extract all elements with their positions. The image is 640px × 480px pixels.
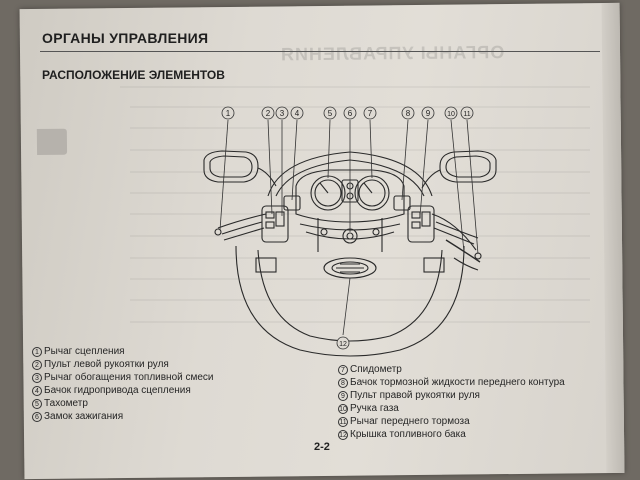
legend-text: Бачок тормозной жидкости переднего конту… xyxy=(350,377,565,388)
legend-text: Рычаг сцепления xyxy=(44,346,125,357)
svg-text:4: 4 xyxy=(295,109,300,118)
callout-numbers: 1 2 3 4 5 6 7 8 9 10 11 12 xyxy=(221,106,474,350)
left-switch-pod xyxy=(261,205,289,243)
right-tank-panel xyxy=(423,257,445,273)
svg-text:5: 5 xyxy=(328,109,333,118)
callout-5: 5 xyxy=(323,106,337,120)
legend-number: 5 xyxy=(32,398,42,409)
svg-text:12: 12 xyxy=(339,341,347,348)
svg-text:2: 2 xyxy=(266,109,271,118)
clutch-lever xyxy=(217,213,267,229)
callout-4: 4 xyxy=(290,106,304,120)
svg-text:8: 8 xyxy=(406,109,411,118)
right-handlebar xyxy=(393,195,482,271)
left-mirror xyxy=(203,150,277,187)
callout-12: 12 xyxy=(336,336,350,350)
legend-number: 11 xyxy=(338,416,348,427)
left-tank-panel xyxy=(255,257,277,273)
brake-lever xyxy=(431,213,477,251)
section-title: РАСПОЛОЖЕНИЕ ЭЛЕМЕНТОВ xyxy=(42,68,225,82)
callout-8: 8 xyxy=(401,106,415,120)
svg-text:1: 1 xyxy=(226,109,231,118)
legend-number: 12 xyxy=(338,429,348,440)
left-handlebar xyxy=(214,195,301,243)
fuel-tank xyxy=(235,245,465,357)
legend-text: Крышка топливного бака xyxy=(350,429,466,440)
callout-10: 10 xyxy=(444,106,458,120)
legend-number: 1 xyxy=(32,346,42,357)
legend-text: Пульт левой рукоятки руля xyxy=(44,359,169,370)
callout-9: 9 xyxy=(421,106,435,120)
header-divider xyxy=(40,51,600,52)
svg-text:7: 7 xyxy=(368,109,373,118)
callout-6: 6 xyxy=(343,106,357,120)
svg-text:10: 10 xyxy=(447,111,455,118)
legend-text: Рычаг обогащения топливной смеси xyxy=(44,372,214,383)
svg-text:9: 9 xyxy=(426,109,431,118)
legend-number: 3 xyxy=(32,372,42,383)
legend-number: 8 xyxy=(338,377,348,388)
legend-number: 6 xyxy=(32,411,42,422)
callout-11: 11 xyxy=(460,106,474,120)
page-title: ОРГАНЫ УПРАВЛЕНИЯ xyxy=(42,30,209,46)
callout-2: 2 xyxy=(261,106,275,120)
callout-3: 3 xyxy=(275,106,289,120)
legend-number: 4 xyxy=(32,385,42,396)
legend-text: Тахометр xyxy=(44,398,88,409)
instrument-cluster xyxy=(295,169,405,223)
page-number: 2-2 xyxy=(314,441,330,453)
legend-text: Спидометр xyxy=(350,364,402,375)
callout-7: 7 xyxy=(363,106,377,120)
throttle-grip xyxy=(445,239,481,263)
legend-number: 7 xyxy=(338,364,348,375)
svg-text:11: 11 xyxy=(463,111,470,118)
legend-text: Рычаг переднего тормоза xyxy=(350,416,470,427)
legend-text: Бачок гидропривода сцепления xyxy=(44,385,191,396)
legend-number: 10 xyxy=(338,403,348,414)
legend-number: 2 xyxy=(32,359,42,370)
svg-text:6: 6 xyxy=(348,109,353,118)
bleed-through-lines xyxy=(120,86,590,323)
legend-text: Ручка газа xyxy=(350,403,399,414)
svg-text:3: 3 xyxy=(280,109,285,118)
legend-text: Замок зажигания xyxy=(44,411,124,422)
right-mirror xyxy=(421,150,497,189)
legend-text: Пульт правой рукоятки руля xyxy=(350,390,480,401)
callout-leader-lines xyxy=(219,119,479,336)
legend-number: 9 xyxy=(338,390,348,401)
callout-1: 1 xyxy=(221,106,235,120)
